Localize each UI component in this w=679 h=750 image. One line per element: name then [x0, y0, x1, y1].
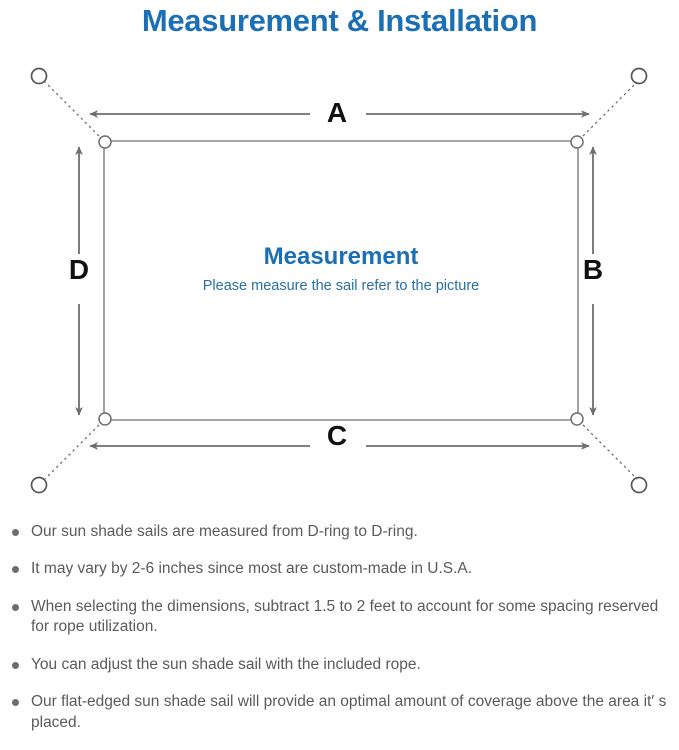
note-text: You can adjust the sun shade sail with t…	[31, 655, 421, 673]
list-item: When selecting the dimensions, subtract …	[0, 597, 679, 638]
dimension-label-b: B	[582, 254, 604, 285]
rope-line-top-right	[582, 81, 638, 137]
rope-line-bottom-right	[582, 424, 638, 480]
list-item: You can adjust the sun shade sail with t…	[0, 655, 679, 675]
sail-outline	[103, 140, 579, 421]
note-text: Our sun shade sails are measured from D-…	[31, 523, 418, 540]
note-text: It may vary by 2-6 inches since most are…	[31, 560, 473, 578]
sail-center-subheading: Please measure the sail refer to the pic…	[202, 278, 480, 294]
page-title: Measurement & Installation	[141, 3, 538, 38]
d-ring-bottom-right	[570, 412, 584, 426]
d-ring-top-right	[570, 135, 584, 149]
d-ring-bottom-left	[98, 412, 112, 426]
d-ring-top-left	[98, 135, 112, 149]
diagram-svg	[30, 67, 648, 494]
sail-center-heading: Measurement	[263, 243, 419, 270]
bullet-icon	[12, 661, 19, 669]
rope-line-bottom-left	[44, 424, 100, 480]
dimension-label-d: D	[68, 254, 90, 285]
dimension-label-a: A	[326, 97, 348, 128]
list-item: Our sun shade sails are measured from D-…	[0, 522, 679, 542]
anchor-point-bottom-left	[30, 476, 48, 494]
dimension-label-c: C	[326, 420, 348, 451]
bullet-icon	[12, 566, 19, 574]
note-text: When selecting the dimensions, subtract …	[31, 597, 659, 636]
anchor-point-bottom-right	[630, 476, 648, 494]
bullet-icon	[12, 529, 19, 536]
anchor-point-top-left	[30, 67, 48, 85]
rope-line-top-left	[44, 81, 100, 137]
anchor-point-top-right	[630, 67, 648, 85]
list-item: Our flat-edged sun shade sail will provi…	[0, 692, 679, 733]
bullet-icon	[12, 699, 19, 707]
measurement-diagram: Measurement Please measure the sail refe…	[0, 46, 679, 516]
list-item: It may vary by 2-6 inches since most are…	[0, 559, 679, 579]
notes-list: Our sun shade sails are measured from D-…	[0, 522, 679, 750]
note-text: Our flat-edged sun shade sail will provi…	[31, 693, 667, 731]
bullet-icon	[12, 603, 19, 611]
